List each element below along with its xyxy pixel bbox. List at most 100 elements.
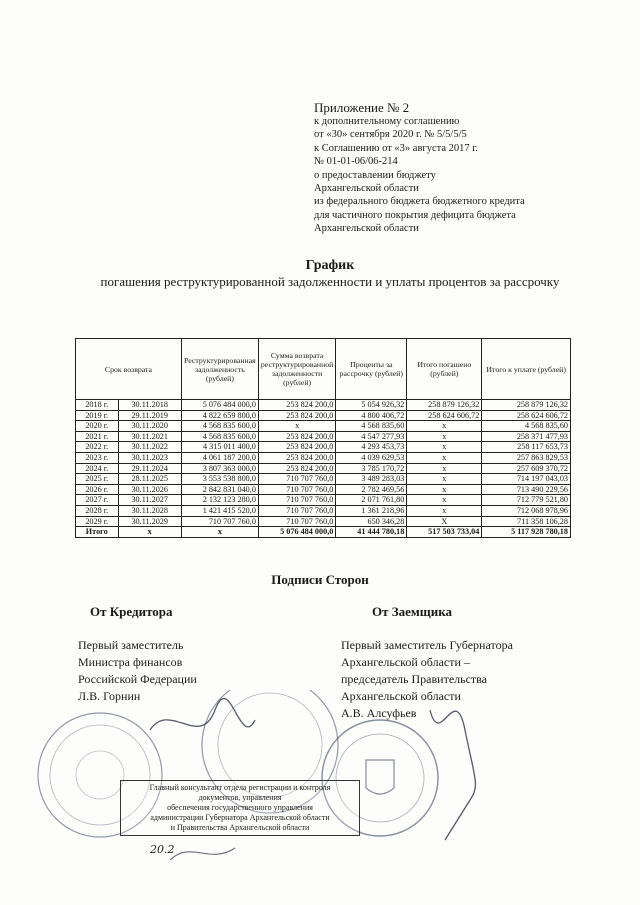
cell-date: 30.11.2021 [117,430,182,443]
cell-restructured-debt: 5 076 484 000,0 [180,399,259,411]
cell-total-repaid: 258 879 126,32 [406,399,483,411]
certification-line: и Правительства Архангельской области [170,823,310,832]
cell-year: 2027 г. [75,494,119,506]
cell-total-repaid: 258 624 606,72 [406,409,483,422]
cell-date: 30.11.2027 [117,494,182,506]
creditor-line: Министра финансов [78,655,183,669]
creditor-signatory: Первый заместитель Министра финансов Рос… [78,637,197,705]
cell-interest: 1 361 218,96 [335,504,408,517]
cell-total-repaid: x [406,504,483,517]
cell-total-repaid: X [406,515,483,528]
cell-repayment: 253 824 200,0 [257,430,337,443]
cell-total-payable: 258 371 477,93 [481,430,571,443]
cell-repayment: 710 707 760,0 [257,473,337,485]
total-cell-total-repaid: 517 503 733,04 [406,526,483,538]
cell-total-payable: 257 863 829,53 [481,451,571,464]
creditor-signature [149,698,256,731]
cell-repayment: 253 824 200,0 [257,399,337,411]
certification-line: администрации Губернатора Архангельской … [150,813,330,822]
annex-line: из федерального бюджета бюджетного креди… [314,196,525,208]
cell-date: 30.11.2028 [117,504,182,517]
cell-restructured-debt: 2 842 831 040,0 [180,483,259,496]
cell-date: 28.11.2025 [117,473,182,485]
cell-year: 2018 г. [75,399,119,411]
cell-total-payable: 711 358 106,28 [481,515,571,528]
cell-total-repaid: x [406,420,483,432]
header-restructured-debt: Реструктурированная задолженность (рубле… [180,338,259,400]
total-cell-year: Итого [75,526,119,538]
cell-year: 2023 г. [75,451,119,464]
cell-restructured-debt: 4 315 011 400,0 [180,441,259,453]
certification-stamp: Главный консультант отдела регистрации и… [120,780,360,836]
cell-repayment: x [257,420,337,432]
annex-title: Приложение № 2 [314,100,410,115]
header-interest: Проценты за рассрочку (рублей) [335,338,408,400]
cell-repayment: 710 707 760,0 [257,504,337,517]
cell-repayment: 253 824 200,0 [257,441,337,453]
cell-interest: 2 782 469,56 [335,483,408,496]
cell-total-payable: 258 624 606,72 [481,409,571,422]
cell-restructured-debt: 4 568 835 600,0 [180,420,259,432]
annex-line: Архангельской области [314,223,419,235]
cell-date: 30.11.2022 [117,441,182,453]
cell-total-repaid: x [406,430,483,443]
cell-total-repaid: x [406,451,483,464]
header-total-payable: Итого к уплате (рублей) [481,338,571,400]
cell-date: 30.11.2023 [117,451,182,464]
cell-total-repaid: x [406,483,483,496]
annex-block: Приложение № 2 к дополнительному соглаше… [314,100,614,236]
cell-total-payable: 714 197 043,03 [481,473,571,485]
cell-year: 2020 г. [75,420,119,432]
header-repayment-amount: Сумма возврата реструктурированной задол… [257,338,337,400]
borrower-line: Архангельской области – [341,655,470,669]
annex-line: от «30» сентября 2020 г. № 5/5/5/5 [314,129,467,141]
creditor-heading: От Кредитора [90,604,173,619]
cell-interest: 5 054 926,32 [335,399,408,411]
borrower-seal [321,719,439,837]
cell-interest: 4 800 406,72 [335,409,408,422]
cell-total-payable: 258 879 126,32 [481,399,571,411]
cell-year: 2024 г. [75,462,119,475]
creditor-line: Российской Федерации [78,672,197,686]
creditor-line: Первый заместитель [78,638,184,652]
cell-year: 2028 г. [75,504,119,517]
total-cell-interest: 41 444 780,18 [335,526,408,538]
cell-year: 2025 г. [75,473,119,485]
cell-total-payable: 4 568 835,60 [481,420,571,432]
certification-line: документов, управления [198,793,282,802]
cell-restructured-debt: 4 822 659 800,0 [180,409,259,422]
schedule-title: График [305,258,355,273]
schedule-subtitle: погашения реструктурированной задолженно… [100,274,560,289]
cell-total-payable: 712 068 978,96 [481,504,571,517]
cell-date: 30.11.2018 [117,399,182,411]
annex-line: к дополнительному соглашению [314,116,460,127]
total-cell-date: x [117,526,182,538]
cell-interest: 4 547 277,93 [335,430,408,443]
borrower-line: Архангельской области [341,689,461,703]
cell-restructured-debt: 710 707 760,0 [180,515,259,528]
cell-repayment: 710 707 760,0 [257,494,337,506]
cell-total-repaid: x [406,494,483,506]
coat-of-arms-icon [365,759,395,795]
cell-restructured-debt: 4 061 187 200,0 [180,451,259,464]
cell-interest: 3 785 170,72 [335,462,408,475]
ministry-seal [201,690,339,814]
seal-stamps [37,690,477,861]
cell-year: 2029 г. [75,515,119,528]
cell-total-payable: 712 779 521,80 [481,494,571,506]
annex-line: к Соглашению от «3» августа 2017 г. [314,142,479,154]
cell-interest: 4 293 453,73 [335,441,408,453]
signatures-title: Подписи Сторон [271,572,369,587]
total-cell-repayment: 5 076 484 000,0 [257,526,337,538]
table-header-row: Срок возврата Реструктурированная задолж… [75,338,571,400]
cell-total-repaid: x [406,462,483,475]
header-total-repaid: Итого погашено (рублей) [406,338,483,400]
borrower-line: Первый заместитель Губернатора [341,638,513,652]
annex-line: о предоставлении бюджету [314,169,436,181]
cell-date: 30.11.2029 [117,515,182,528]
